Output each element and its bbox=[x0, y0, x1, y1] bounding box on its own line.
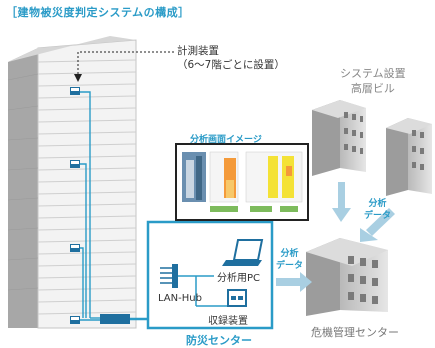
analysis-image-label: 分析画面イメージ bbox=[190, 135, 262, 145]
main-building bbox=[7, 36, 137, 329]
lan-hub-icon bbox=[160, 264, 228, 307]
highrise-label-line2: 高層ビル bbox=[350, 82, 395, 95]
analysis-data-right-line1: 分析 bbox=[368, 199, 387, 209]
floor-hub-device bbox=[100, 314, 130, 324]
diagram-title: ［建物被災度判定システムの構成］ bbox=[6, 6, 190, 19]
crisis-center-building bbox=[306, 238, 388, 316]
highrise-building-1 bbox=[312, 100, 366, 176]
sensor-cables bbox=[80, 91, 100, 321]
analysis-data-label-right: 分析 データ bbox=[364, 198, 391, 222]
lan-hub-label: LAN-Hub bbox=[158, 293, 202, 304]
data-arrow-down-1 bbox=[332, 182, 351, 222]
measurement-device-4 bbox=[70, 316, 80, 324]
analysis-data-label-mid: 分析 データ bbox=[276, 248, 303, 272]
disaster-center-label: 防災センター bbox=[186, 334, 252, 347]
measurement-label-line2: （6〜7階ごとに設置） bbox=[177, 59, 285, 71]
analysis-data-mid-line2: データ bbox=[276, 261, 304, 271]
highrise-label-line1: システム設置 bbox=[340, 67, 406, 80]
analysis-data-right-line2: データ bbox=[364, 211, 392, 221]
measurement-device-2 bbox=[70, 160, 80, 168]
measurement-device-1 bbox=[70, 87, 80, 95]
analysis-screen-image bbox=[175, 143, 309, 221]
data-arrow-left bbox=[276, 272, 312, 292]
highrise-label: システム設置 高層ビル bbox=[340, 66, 406, 96]
measurement-device-3 bbox=[70, 244, 80, 252]
recorder-icon bbox=[227, 289, 247, 307]
callout-arrow bbox=[74, 51, 174, 82]
laptop-icon bbox=[222, 239, 264, 266]
measurement-device-label: 計測装置 （6〜7階ごとに設置） bbox=[177, 44, 285, 72]
highrise-building-2 bbox=[386, 118, 432, 196]
crisis-center-label: 危機管理センター bbox=[311, 326, 399, 339]
analysis-data-mid-line1: 分析 bbox=[280, 249, 299, 259]
measurement-label-line1: 計測装置 bbox=[177, 45, 219, 57]
recorder-label: 収録装置 bbox=[208, 316, 248, 327]
analysis-pc-label: 分析用PC bbox=[217, 273, 261, 284]
data-arrow-down-2 bbox=[360, 208, 395, 242]
